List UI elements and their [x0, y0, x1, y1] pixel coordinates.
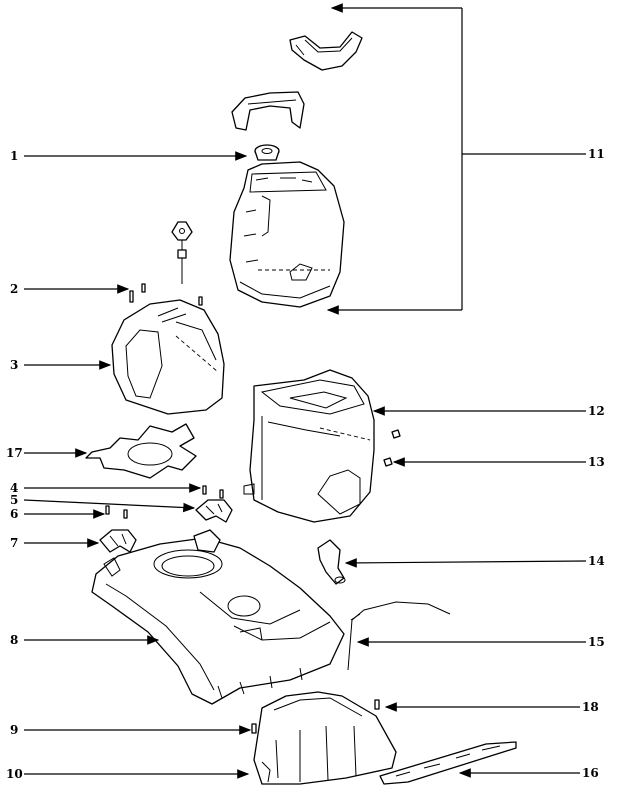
callout-17: 17	[6, 446, 23, 460]
callout-13: 13	[588, 455, 605, 469]
brush-strip-part	[379, 741, 517, 785]
base-part	[91, 529, 345, 705]
callout-9: 9	[10, 723, 18, 737]
nozzle-part	[253, 691, 397, 785]
motor-housing-part	[243, 369, 375, 523]
screw-part-6	[105, 505, 128, 519]
callout-4: 4	[10, 481, 18, 495]
screw-part-4	[202, 485, 224, 499]
callout-6: 6	[10, 507, 18, 521]
screw-part-18	[374, 699, 380, 710]
callout-8: 8	[10, 633, 18, 647]
callout-2: 2	[10, 282, 18, 296]
gasket-part	[85, 423, 197, 479]
valve-part	[317, 539, 346, 585]
handle-cap-part	[289, 31, 363, 71]
callout-15: 15	[588, 635, 605, 649]
callout-10: 10	[6, 767, 23, 781]
callout-12: 12	[588, 404, 605, 418]
screw-part-2	[129, 283, 203, 306]
callout-5: 5	[10, 493, 18, 507]
handle-grip-part	[231, 91, 305, 131]
clamp-part	[195, 499, 233, 523]
tank-housing-part	[229, 161, 345, 308]
callout-labels: 1 2 3 4 5 6 7 8 9 10 11 12 13 14 15 16 1…	[6, 147, 605, 781]
small-cap-part	[254, 144, 280, 161]
screw-assembly-part	[171, 221, 193, 284]
callout-18: 18	[582, 700, 599, 714]
motor-cover-part	[111, 299, 225, 415]
screw-part-13	[383, 429, 401, 467]
hose-part	[347, 601, 451, 671]
callout-11: 11	[588, 147, 605, 161]
callout-7: 7	[10, 536, 18, 550]
clamp-part-7	[99, 529, 137, 553]
callout-14: 14	[588, 554, 605, 568]
callout-16: 16	[582, 766, 599, 780]
callout-1: 1	[10, 149, 18, 163]
leader-lines	[23, 3, 587, 779]
screw-part-9	[251, 723, 257, 734]
callout-3: 3	[10, 358, 18, 372]
